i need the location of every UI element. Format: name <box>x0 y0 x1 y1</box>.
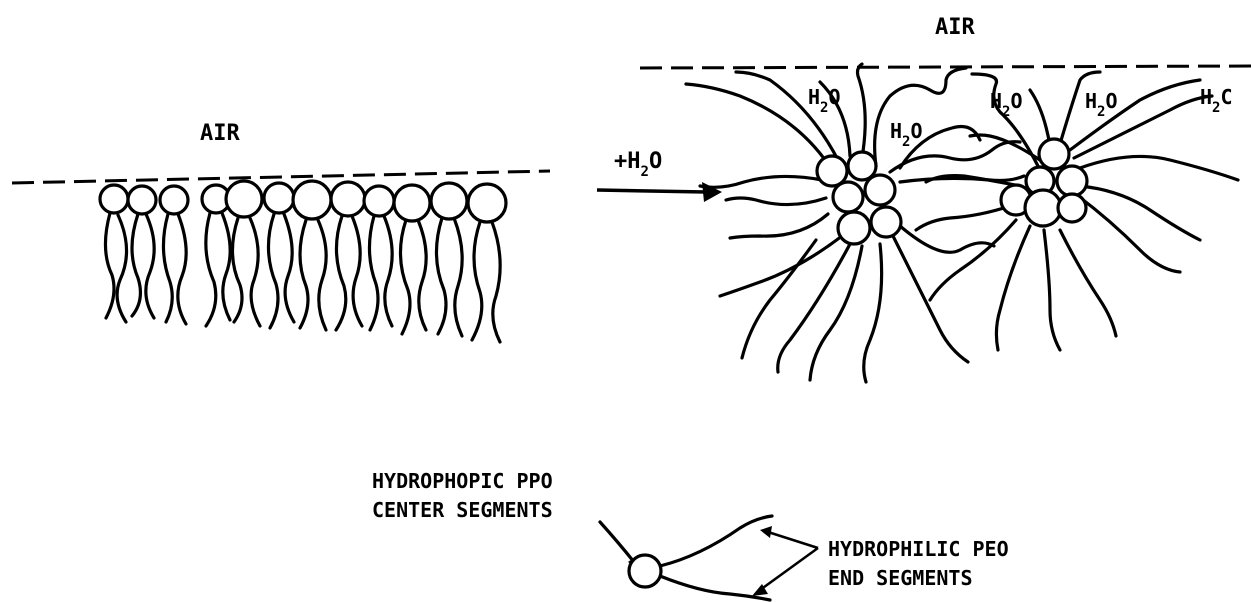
polymer-chain <box>864 244 882 382</box>
ppo-head <box>468 184 506 222</box>
ppo-head <box>226 181 262 217</box>
polymer-chain <box>726 198 826 205</box>
micelle-right-core <box>1001 139 1087 226</box>
polymer-chain <box>858 64 866 158</box>
legend-ppo-bead <box>629 555 661 587</box>
polymer-chain <box>996 226 1030 350</box>
legend-peo-segment-lower <box>660 576 770 600</box>
transition-label: +H2O <box>614 149 662 180</box>
polymer-tail <box>400 220 410 334</box>
polymer-tail <box>178 214 186 324</box>
ppo-head <box>431 183 467 219</box>
polymer-tail <box>206 213 216 326</box>
polymer-tail <box>117 215 126 322</box>
polymer-chain <box>875 68 966 166</box>
polymer-chain <box>730 214 828 238</box>
polymer-chain <box>1060 230 1116 336</box>
transition-arrow-head <box>702 182 722 202</box>
legend: HYDROPHOPIC PPO CENTER SEGMENTS HYDROPHI… <box>372 469 1009 600</box>
ppo-head <box>364 186 394 216</box>
ppo-core-bead <box>1025 190 1061 226</box>
polymer-tail <box>336 216 346 330</box>
polymer-tail <box>146 214 154 318</box>
polymer-chain <box>778 244 850 372</box>
polymer-chain <box>1078 196 1180 272</box>
polymer-tail <box>352 216 362 326</box>
ppo-core-bead <box>871 207 901 237</box>
polymer-chain <box>1044 230 1060 350</box>
ppo-head <box>394 185 430 221</box>
polymer-tail <box>268 214 278 328</box>
ppo-core-bead <box>1039 139 1069 169</box>
ppo-head <box>100 185 128 213</box>
ppo-head <box>293 181 331 219</box>
ppo-core-bead <box>838 212 870 244</box>
ppo-head <box>264 183 294 213</box>
polymer-tail <box>222 213 230 320</box>
ppo-core-bead <box>1058 194 1086 222</box>
polymer-tail <box>105 213 114 318</box>
water-label: H2C <box>1200 85 1233 116</box>
micelle-left-core <box>817 152 901 244</box>
legend-peo-leader-arrowhead-upper <box>760 526 772 538</box>
polymer-tail <box>232 218 242 322</box>
micelle-air-label: AIR <box>935 15 975 40</box>
monolayer-air-water-interface <box>12 171 550 183</box>
legend-ppo-label-line1: HYDROPHOPIC PPO <box>372 469 553 493</box>
legend-peo-label-line2: END SEGMENTS <box>828 566 973 590</box>
polymer-tail <box>132 214 140 316</box>
ppo-head <box>160 186 188 214</box>
polymer-tail <box>384 216 392 326</box>
polymer-tail <box>418 220 426 330</box>
ppo-core-bead <box>1057 166 1087 196</box>
polymer-tail <box>492 222 500 342</box>
ppo-core-bead <box>833 182 863 212</box>
polymer-tail <box>436 218 446 334</box>
micelle-air-water-interface <box>640 66 1251 68</box>
polymer-chain <box>900 226 994 252</box>
polymer-tail <box>369 216 378 330</box>
legend-peo-leader-line-lower <box>760 548 818 590</box>
polymer-chain <box>930 220 1016 300</box>
polymer-chain <box>916 206 1010 230</box>
polymer-tail <box>472 222 482 340</box>
polymer-tail <box>300 220 308 328</box>
legend-ppo-leader-line <box>600 522 634 562</box>
polymer-chain <box>1030 90 1050 146</box>
polymer-tail <box>250 218 260 326</box>
monolayer-heads <box>100 181 506 222</box>
legend-peo-leader-line-upper <box>768 532 818 548</box>
monolayer-air-label: AIR <box>200 121 240 146</box>
legend-peo-segment-upper <box>660 516 772 566</box>
monolayer-panel: AIR <box>12 121 550 342</box>
ppo-head <box>128 186 156 214</box>
polymer-tail <box>163 214 172 322</box>
polymer-tail <box>318 220 326 330</box>
polymer-tail <box>454 218 462 336</box>
polymer-chain <box>700 176 822 187</box>
transition-arrow-shaft <box>597 190 706 192</box>
polymer-chain <box>742 240 816 358</box>
transition-arrow-group: +H2O <box>597 149 722 202</box>
legend-ppo-label-line2: CENTER SEGMENTS <box>372 498 553 522</box>
ppo-core-bead <box>865 175 895 205</box>
ppo-head <box>331 182 365 216</box>
legend-peo-label-line1: HYDROPHILIC PEO <box>828 537 1009 561</box>
polymer-tail <box>284 214 294 322</box>
monolayer-tails <box>105 213 500 342</box>
micelle-panel: AIR H2O H2O H2O H2O H2C <box>640 15 1251 382</box>
polymer-chain <box>1080 156 1238 180</box>
water-label: H2O <box>1085 89 1118 120</box>
monolayer-molecules <box>100 181 506 342</box>
